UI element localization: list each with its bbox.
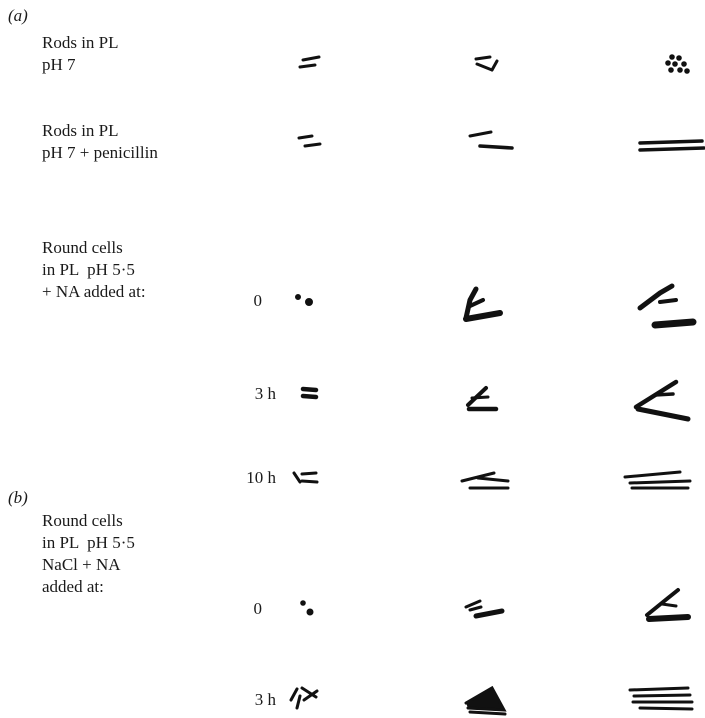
round-na-3h-branched-2 [633, 379, 691, 422]
time-label-a-0: 0 [253, 291, 263, 310]
row-label-round-cells-nacl-na: Round cells in PL pH 5·5 NaCl + NA added… [42, 510, 135, 598]
label-line: pH 7 + penicillin [42, 143, 158, 162]
round-nacl-0-spheres [300, 600, 314, 616]
label-line: Rods in PL [42, 121, 119, 140]
time-label-b-0: 0 [253, 599, 263, 618]
round-na-10h-short-rods [292, 471, 319, 484]
round-na-3h-branched-1 [466, 386, 499, 412]
rods-penicillin-filaments [638, 139, 705, 152]
label-line: in PL pH 5·5 [42, 260, 135, 279]
round-nacl-3h-filaments-1 [464, 685, 507, 716]
label-line: Round cells [42, 511, 123, 530]
row-label-rods-ph7: Rods in PL pH 7 [42, 32, 119, 76]
time-label-a-10h: 10 h [246, 468, 276, 487]
round-na-0-spheres [295, 294, 313, 306]
rods-ph7-stage-1 [298, 55, 321, 69]
round-nacl-0-branched-2 [645, 588, 691, 622]
label-line: NaCl + NA [42, 555, 121, 574]
rods-penicillin-stage-1 [297, 134, 322, 148]
label-line: added at: [42, 577, 104, 596]
round-nacl-0-branched-1 [464, 599, 505, 619]
round-na-0-branched-1 [463, 286, 503, 322]
panel-b-label: (b) [8, 488, 28, 507]
round-na-0-branched-2 [637, 283, 697, 329]
row-label-rods-penicillin: Rods in PL pH 7 + penicillin [42, 120, 158, 164]
label-line: Round cells [42, 238, 123, 257]
panel-a-label: (a) [8, 6, 28, 25]
label-line: + NA added at: [42, 282, 146, 301]
round-na-3h-short-rods [300, 386, 319, 400]
round-nacl-3h-rods [289, 686, 319, 710]
round-na-10h-filaments-2 [623, 470, 692, 490]
label-line: Rods in PL [42, 33, 119, 52]
round-nacl-3h-filaments-2 [628, 686, 694, 711]
row-label-round-cells-na: Round cells in PL pH 5·5 + NA added at: [42, 237, 146, 303]
round-na-10h-filaments-1 [460, 471, 510, 490]
label-line: pH 7 [42, 55, 76, 74]
rods-ph7-stage-2 [474, 55, 499, 72]
rods-penicillin-stage-2 [468, 130, 514, 150]
time-label-a-3h: 3 h [254, 384, 276, 403]
label-line: in PL pH 5·5 [42, 533, 135, 552]
rods-ph7-coccoid-cluster [665, 54, 690, 74]
time-label-b-3h: 3 h [254, 690, 276, 709]
